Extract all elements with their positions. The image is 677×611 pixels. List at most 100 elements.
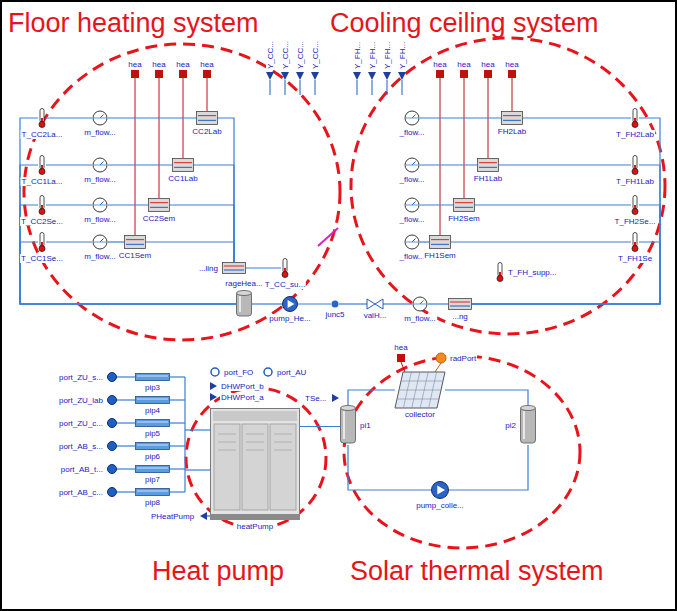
pipe-connection — [472, 242, 660, 304]
pump: pump_He... — [282, 296, 298, 312]
output-triangle — [332, 394, 339, 402]
sensor-body — [405, 235, 419, 249]
exchanger-cold — [198, 120, 216, 121]
fluid-port: port_AB_t... — [107, 464, 117, 474]
pipe-shine — [137, 422, 168, 423]
component-label: T_FH2Lab — [615, 130, 655, 139]
pipe: pip8 — [135, 488, 170, 496]
component-icon — [631, 232, 639, 252]
component-label: _flow... — [399, 128, 426, 137]
component-label: CC2Lab — [191, 127, 222, 136]
fluid-port: port_ZU_c... — [107, 418, 117, 428]
fluid-port: port_AU — [263, 367, 273, 377]
component-label-group: T_CC2Se... — [20, 217, 64, 226]
component-icon — [107, 441, 117, 451]
component-label-group: T_FH2Se... — [614, 217, 657, 226]
component-label: pip7 — [144, 475, 161, 484]
sensor-needle — [412, 239, 416, 243]
component-label: pip8 — [144, 498, 161, 507]
exchanger-hot — [503, 115, 521, 116]
pipe-connection — [46, 241, 92, 242]
component-label: T_FH2Se... — [614, 217, 657, 226]
pipe-connection — [20, 118, 236, 304]
component-label-group: CC1Sem — [118, 251, 152, 260]
region-title: Solar thermal system — [350, 556, 604, 586]
pipe-connection — [117, 491, 135, 492]
input-triangle — [368, 72, 376, 80]
component-label-group: FH2Sem — [447, 214, 481, 223]
cabinet-grille — [274, 434, 292, 435]
flow-sensor: m_flow... — [92, 110, 108, 126]
exchanger-body — [502, 112, 523, 125]
cabinet-base — [210, 514, 300, 520]
sensor-tube — [40, 233, 44, 247]
component-label: FH1Sem — [423, 251, 457, 260]
component-label: port_AB_t... — [60, 465, 104, 474]
component-label-group: CC1Lab — [167, 174, 198, 183]
component-label: T_FH_supp... — [507, 268, 557, 277]
component-label-group: T_FH1Lab — [615, 177, 655, 186]
pipe-body — [136, 443, 170, 450]
component-label: CC2Sem — [142, 214, 176, 223]
sensor-bulb — [39, 122, 45, 128]
cabinet-panel — [270, 424, 296, 510]
component-label: m_flow... — [83, 128, 117, 137]
bus-stub — [170, 491, 185, 492]
exchanger-hot — [126, 239, 144, 240]
port-dot — [108, 396, 117, 405]
collector-grid — [401, 381, 443, 382]
component-label: pump_colle... — [415, 501, 465, 510]
bus-stub — [185, 429, 210, 430]
flow-sensor: _flow... — [404, 197, 420, 213]
storage-tank: rageHea... — [236, 290, 252, 318]
component-icon — [135, 442, 170, 450]
pipe-connection — [117, 376, 135, 377]
component-label-group: m_flow... — [83, 252, 117, 261]
component-label-group: pip4 — [144, 406, 161, 415]
component-label: port_AU — [276, 368, 307, 377]
exchanger-body — [197, 112, 218, 125]
collector-grid — [399, 390, 441, 391]
pipe-body — [136, 420, 170, 427]
component-label: port_FO — [223, 368, 254, 377]
component-label-group: valH... — [363, 311, 388, 320]
heat-exchanger: FH2Sem — [453, 198, 475, 212]
solar-collector: collector — [395, 372, 445, 408]
sensor-tube — [40, 156, 44, 170]
cabinet-grille — [246, 442, 264, 443]
temperature-sensor: T_CC1Se... — [38, 232, 46, 252]
input-triangle — [353, 72, 361, 80]
component-icon — [135, 465, 170, 473]
component-icon — [148, 198, 170, 212]
pipe-connection — [117, 422, 135, 423]
component-label: m_flow... — [83, 252, 117, 261]
component-label-group: pip6 — [144, 452, 161, 461]
component-label-group: pi2 — [504, 421, 517, 430]
component-label-group: port_AU — [276, 368, 307, 377]
cabinet — [211, 409, 300, 520]
component-icon — [135, 419, 170, 427]
bus-stub — [170, 399, 185, 400]
component-label: pip3 — [144, 383, 161, 392]
flow-sensor: _flow... — [404, 110, 420, 126]
component-icon — [135, 396, 170, 404]
sensor-needle — [100, 162, 104, 166]
component-label-group: ...ling — [198, 264, 219, 273]
component-label: junc5 — [324, 310, 345, 319]
sensor-pipe — [406, 242, 418, 243]
component-label: m_flow... — [83, 175, 117, 184]
fluid-port: port_FO — [210, 367, 220, 377]
component-label-group: pump_He... — [268, 314, 311, 323]
exchanger-hot — [479, 162, 497, 163]
pipe-connection — [499, 164, 631, 165]
pipe-connection — [339, 303, 367, 304]
component-label: heatPump — [236, 522, 274, 531]
component-icon — [210, 367, 220, 377]
component-icon — [367, 299, 383, 309]
pipe-connection — [472, 165, 660, 304]
region-title: Floor heating system — [8, 8, 259, 38]
pipe-connection — [420, 204, 453, 205]
sensor-needle — [412, 115, 416, 119]
pipe-connection — [20, 205, 236, 304]
exchanger-body — [125, 236, 146, 249]
